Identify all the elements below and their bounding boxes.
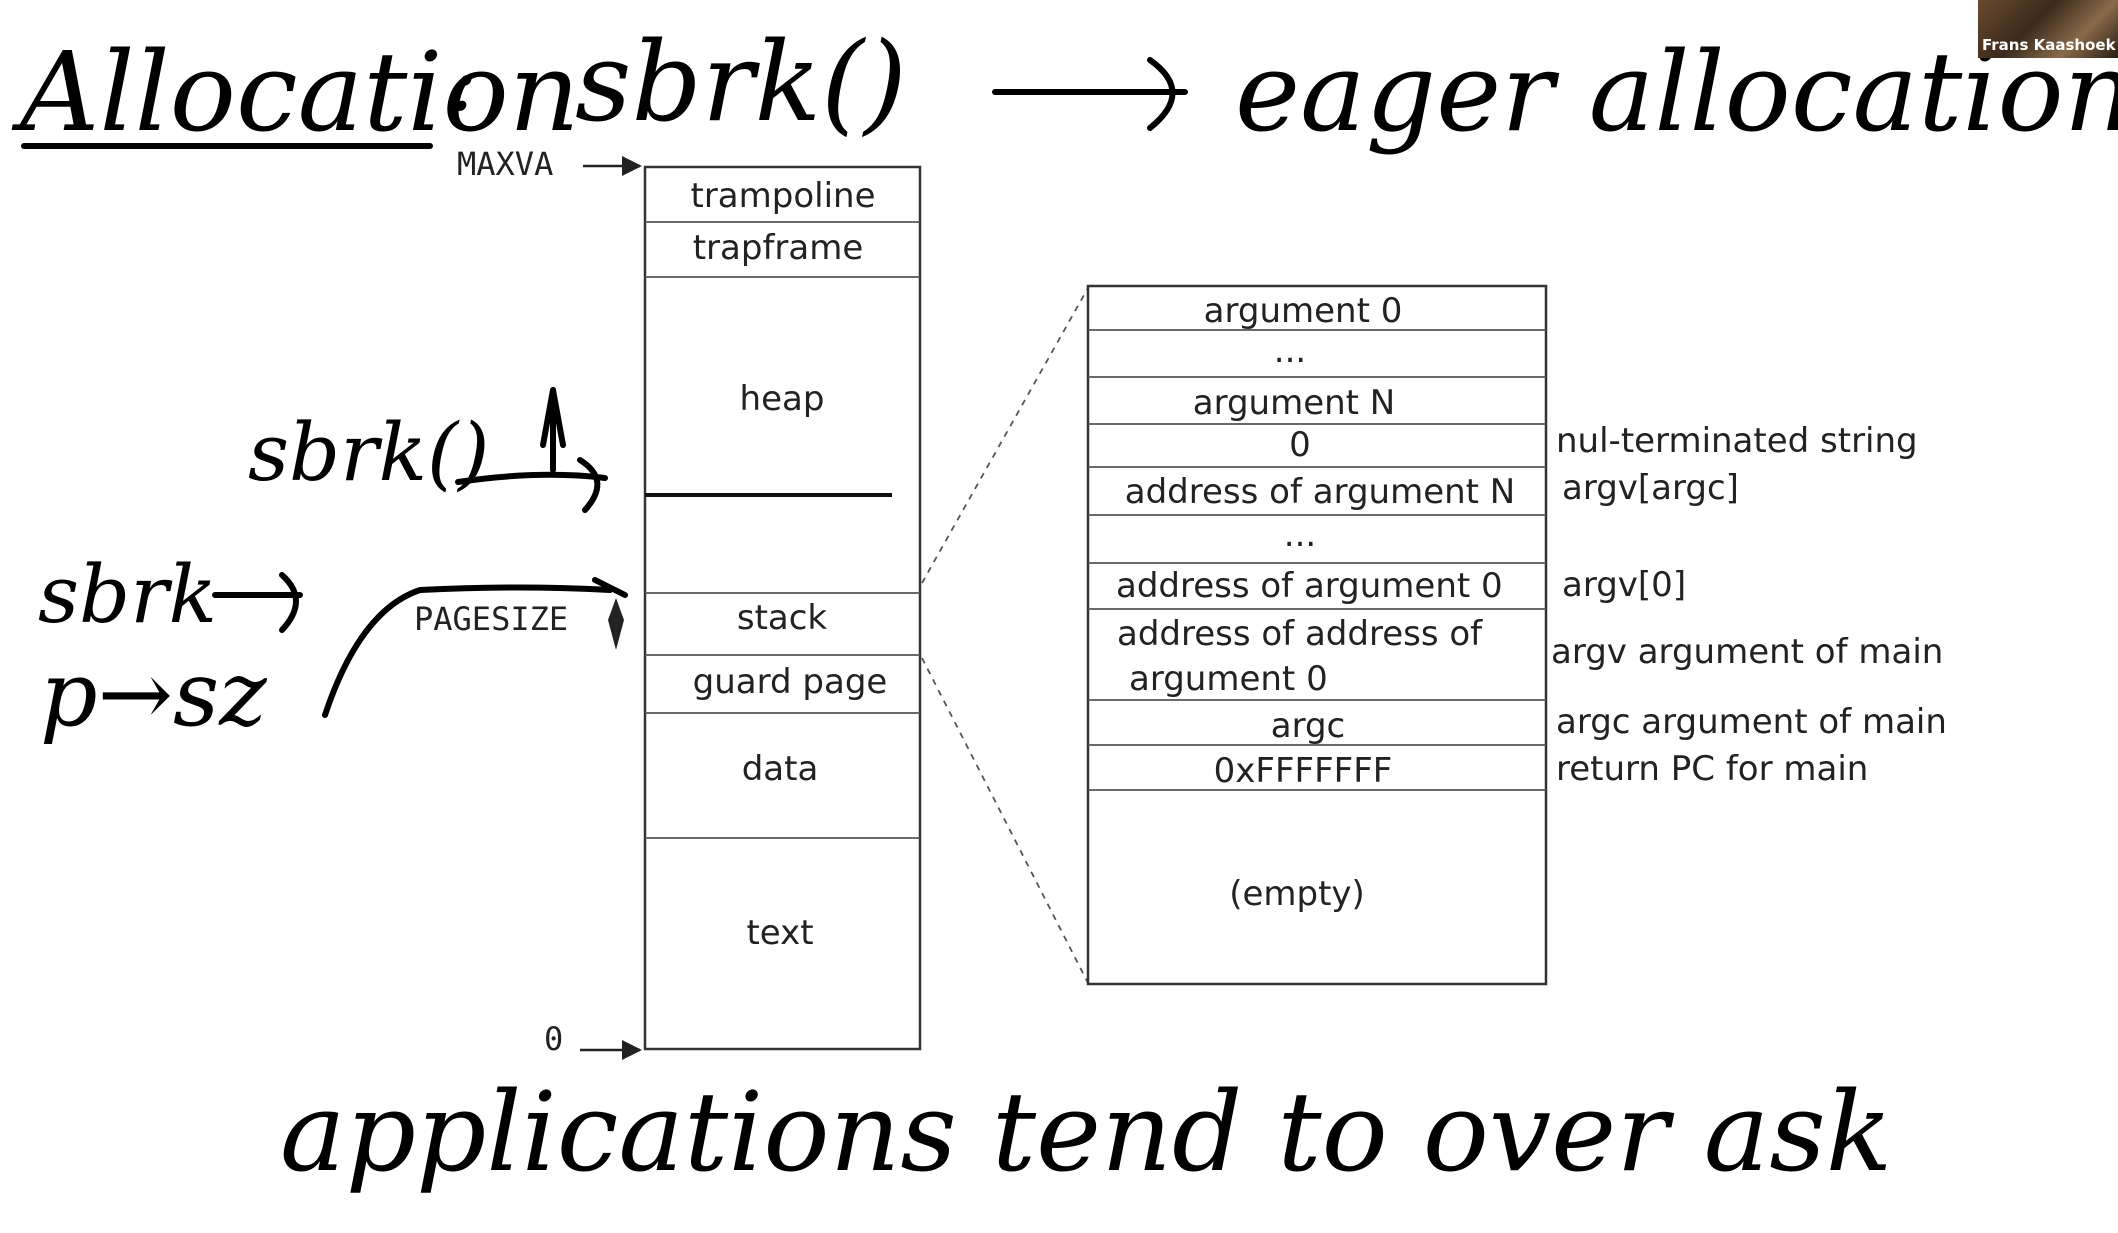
segment-heap: heap xyxy=(740,379,825,419)
annotation-nul-string: nul-terminated string xyxy=(1556,421,1918,461)
stack-detail-box xyxy=(1086,284,1548,986)
segment-trampoline: trampoline xyxy=(690,176,875,216)
hw-arrow-sbrk-mid xyxy=(212,572,303,633)
segment-text: text xyxy=(746,913,813,953)
segment-guard-page: guard page xyxy=(693,662,888,702)
zoom-line-top xyxy=(921,287,1089,584)
zoom-line-bottom xyxy=(921,657,1089,984)
stack-row-zero: 0 xyxy=(1289,425,1311,465)
stack-row-addr-addr-line1: address of address of xyxy=(1117,614,1483,654)
stack-row-addr-addr-line2: argument 0 xyxy=(1129,659,1328,699)
hw-sbrk-mid: sbrk xyxy=(38,548,217,641)
stack-row-argc: argc xyxy=(1271,706,1346,746)
hw-sbrk-title: sbrk() xyxy=(575,18,907,146)
stack-row-addr-arg-0: address of argument 0 xyxy=(1116,566,1503,606)
stack-row-ellipsis-2: ... xyxy=(1284,515,1316,555)
hw-eager: eager allocation xyxy=(1235,28,2118,156)
webcam-thumbnail[interactable]: Frans Kaashoek xyxy=(1978,0,2118,58)
pagesize-marker xyxy=(608,598,624,650)
hw-title: Allocation xyxy=(11,28,580,156)
hw-arrow-eager xyxy=(992,57,1188,131)
webcam-name: Frans Kaashoek xyxy=(1982,36,2116,54)
annotation-argc-main: argc argument of main xyxy=(1556,702,1947,742)
hw-psz: p→sz xyxy=(40,642,267,747)
hw-sbrk-left: sbrk() xyxy=(248,406,489,499)
stack-row-argument-0: argument 0 xyxy=(1204,291,1403,331)
stack-row-argument-n: argument N xyxy=(1193,383,1396,423)
annotation-argv-0: argv[0] xyxy=(1562,565,1686,605)
memory-layout-box xyxy=(643,165,922,1051)
annotation-return-pc: return PC for main xyxy=(1556,749,1868,789)
hw-curve-to-stack xyxy=(322,577,628,718)
segment-trapframe: trapframe xyxy=(693,228,864,268)
hw-arrow-to-heap xyxy=(455,457,608,513)
segment-data: data xyxy=(742,749,819,789)
hw-colon: : xyxy=(450,36,477,129)
hw-up-arrow xyxy=(540,387,566,473)
maxva-label: MAXVA xyxy=(457,145,553,183)
annotation-argv-argc: argv[argc] xyxy=(1562,468,1739,508)
annotation-argv-main: argv argument of main xyxy=(1551,632,1943,672)
segment-stack: stack xyxy=(737,598,828,638)
pagesize-label: PAGESIZE xyxy=(414,600,568,638)
stack-row-addr-arg-n: address of argument N xyxy=(1125,472,1515,512)
stack-row-return-pc: 0xFFFFFFF xyxy=(1214,751,1393,791)
hw-bottom: applications tend to over ask xyxy=(280,1068,1892,1196)
zero-label: 0 xyxy=(544,1020,563,1058)
stack-row-ellipsis-1: ... xyxy=(1274,331,1306,371)
stack-row-empty: (empty) xyxy=(1229,874,1365,914)
